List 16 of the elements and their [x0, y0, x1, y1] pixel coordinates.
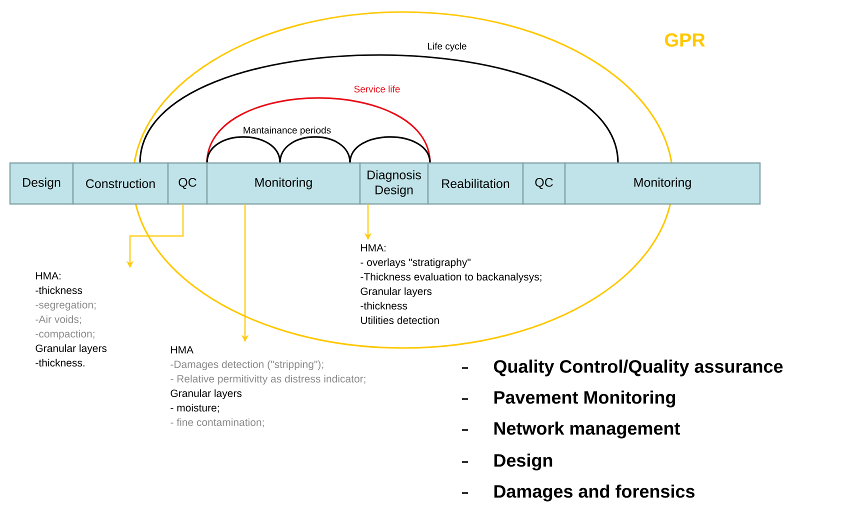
span-label: Life cycle: [428, 42, 466, 52]
list-item: Damages and forensics: [462, 484, 695, 502]
region-label: GPR: [665, 33, 705, 47]
note-text: HMA: -thickness -segregation; -Air voids; -compaction; Granular layers -thickness.: [36, 272, 107, 367]
note-text: HMA: - overlays "stratigraphy" -Thickness evaluation to backanalysys; Granular layers -thickness Utilities detection: [360, 244, 542, 324]
phase-box: Diagnosis Design: [359, 162, 429, 205]
span-label: Mantainance periods: [244, 126, 331, 136]
note-text: HMA -Damages detection ("stripping"); - Relative permitivitty as distress indicator; Granular layers - moisture; - fine contamination;: [170, 346, 366, 428]
list-item: Design: [462, 454, 552, 470]
list-item: Network management: [462, 422, 680, 438]
span-label: Service life: [354, 86, 400, 92]
list-item: Pavement Monitoring: [462, 390, 675, 408]
list-item: Quality Control/Quality assurance: [462, 360, 783, 376]
phase-box: QC: [522, 162, 566, 205]
phase-box: Design: [9, 162, 74, 205]
phase-box: QC: [167, 162, 208, 205]
